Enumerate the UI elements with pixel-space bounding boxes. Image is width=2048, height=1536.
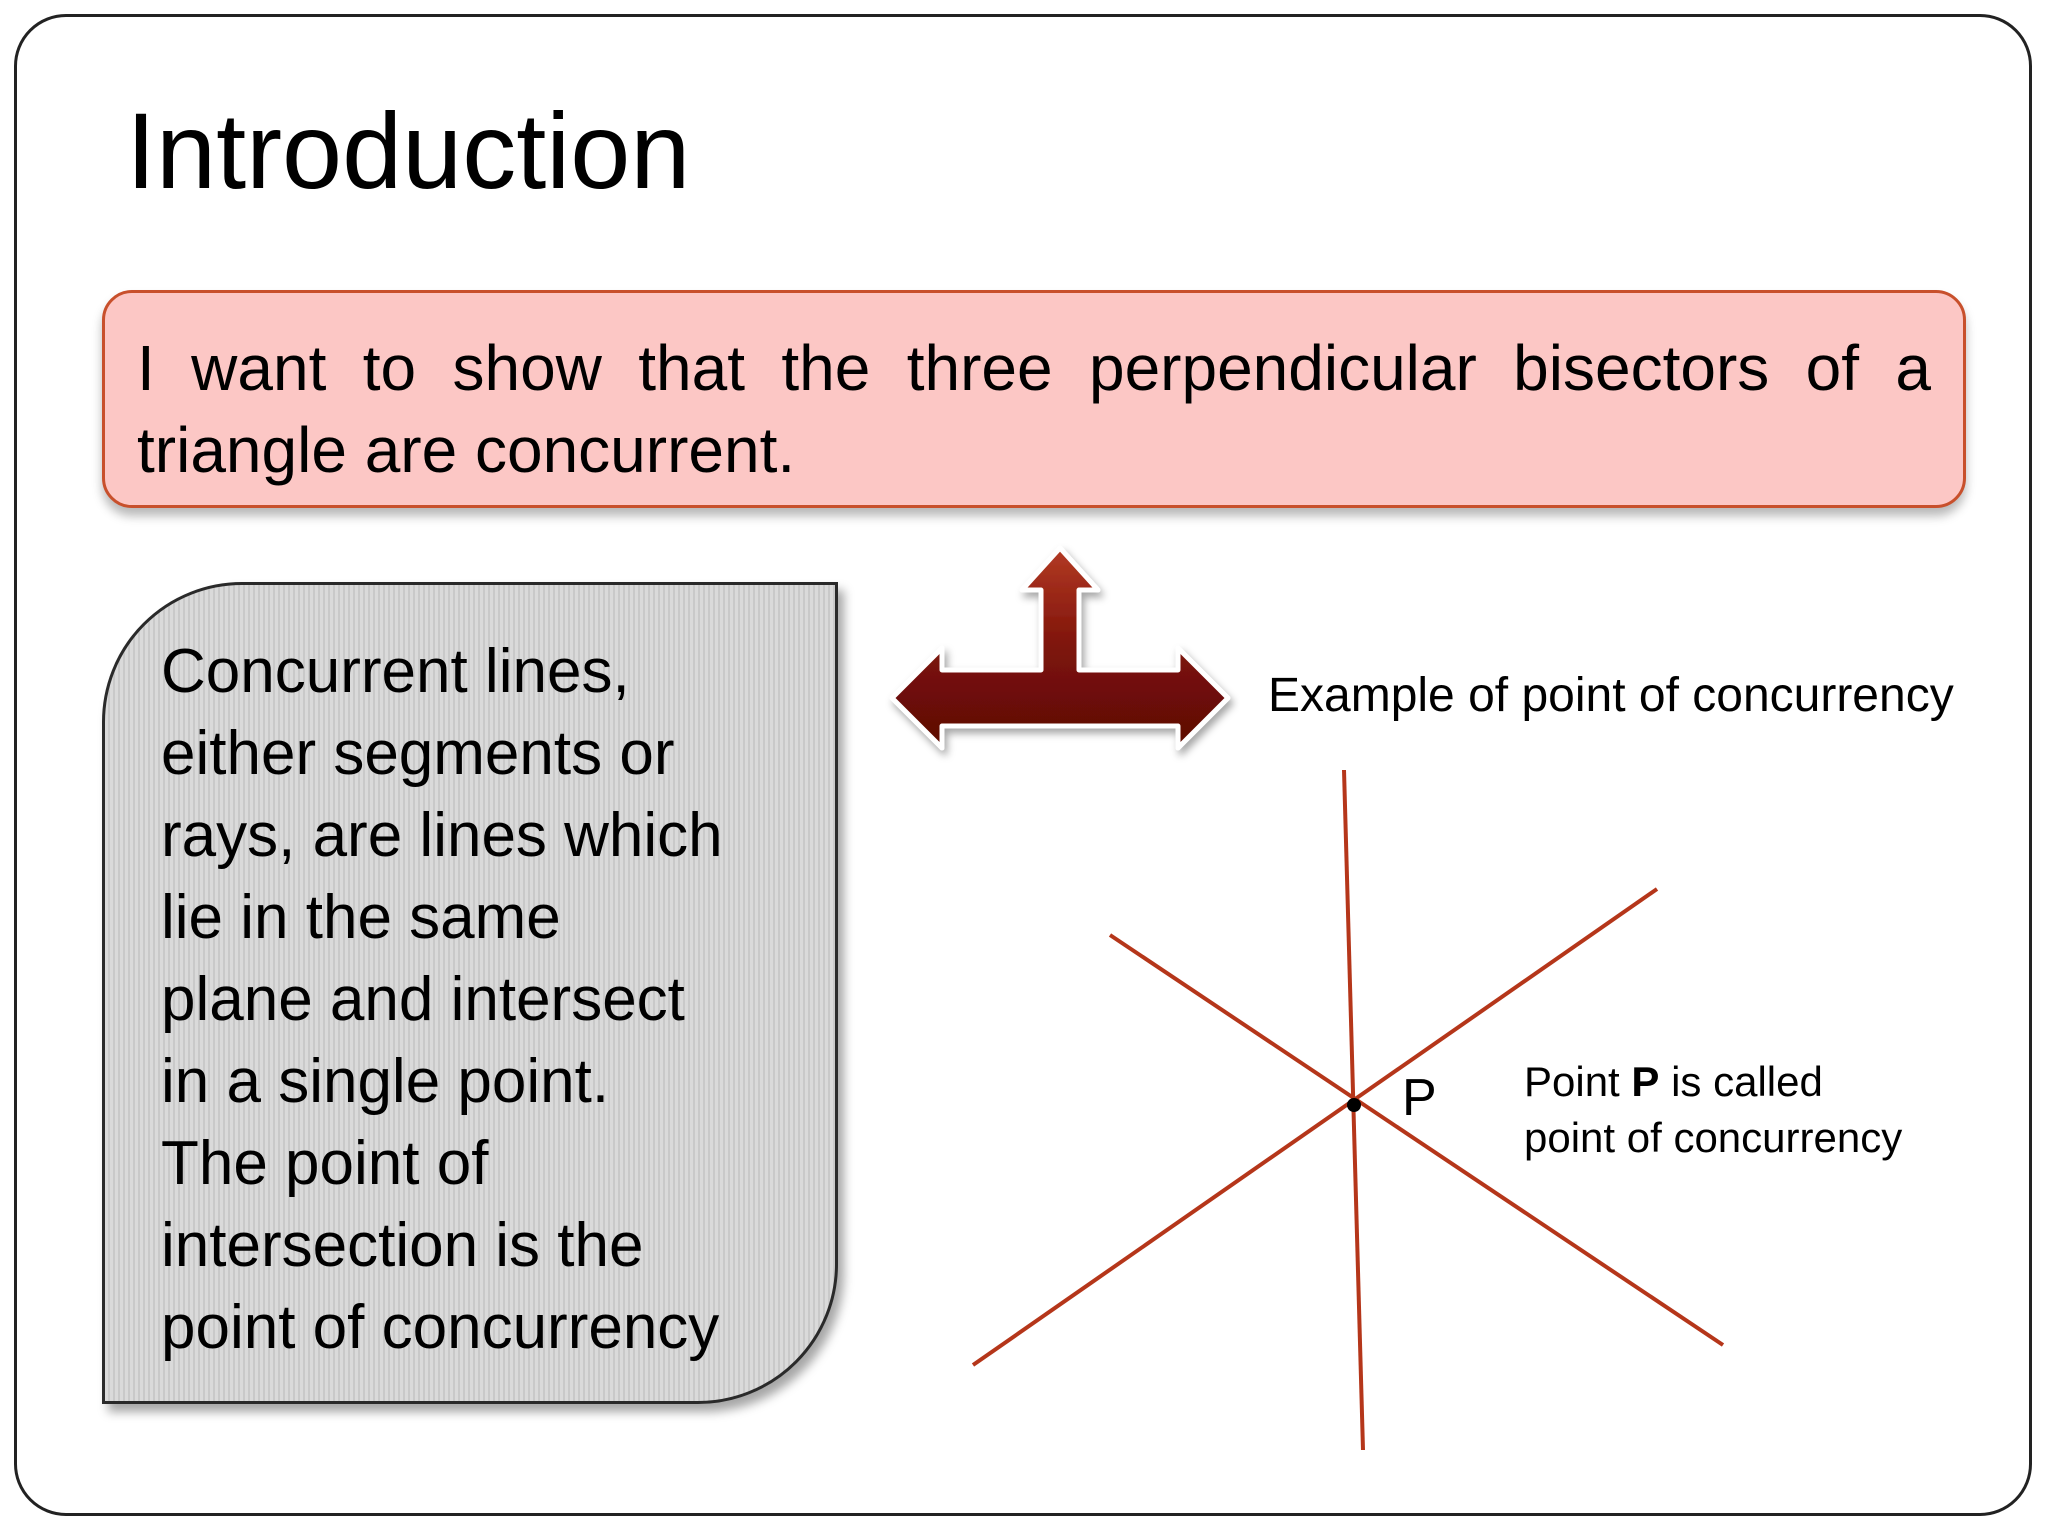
caption-prefix: Point — [1524, 1058, 1632, 1105]
definition-line: plane and intersect — [161, 965, 685, 1034]
point-p-marker — [1347, 1098, 1361, 1112]
definition-line: Concurrent lines, — [161, 637, 630, 706]
point-caption: Point P is called point of concurrency — [1524, 1054, 1902, 1166]
caption-rest: is called — [1659, 1058, 1823, 1105]
definition-box: Concurrent lines, either segments or ray… — [102, 582, 838, 1404]
definition-text: Concurrent lines, either segments or ray… — [161, 631, 815, 1369]
definition-line: rays, are lines which — [161, 801, 723, 870]
statement-box: I want to show that the three perpendicu… — [102, 290, 1966, 508]
line-c — [971, 887, 1659, 1367]
statement-text: I want to show that the three perpendicu… — [137, 332, 1931, 486]
definition-line: The point of — [161, 1129, 489, 1198]
caption-line2: point of concurrency — [1524, 1114, 1903, 1161]
caption-bold: P — [1631, 1058, 1660, 1105]
slide-title: Introduction — [126, 90, 691, 211]
definition-line: point of concurrency — [161, 1293, 720, 1362]
definition-line: in a single point. — [161, 1047, 610, 1116]
line-b — [1108, 933, 1725, 1347]
definition-line: lie in the same — [161, 883, 561, 952]
definition-line: either segments or — [161, 719, 675, 788]
point-p-label: P — [1402, 1069, 1437, 1127]
definition-line: intersection is the — [161, 1211, 644, 1280]
three-way-arrow-icon — [889, 545, 1231, 751]
example-label: Example of point of concurrency — [1268, 669, 1954, 722]
concurrency-diagram — [971, 769, 1725, 1451]
